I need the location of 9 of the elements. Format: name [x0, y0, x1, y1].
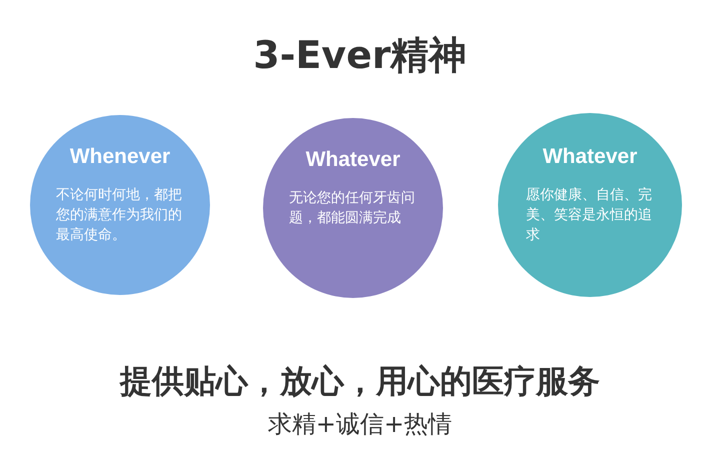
slogan: 提供贴心，放心，用心的医疗服务 — [118, 361, 601, 402]
circle-text: 无论您的任何牙齿问题，都能圆满完成 — [289, 189, 416, 228]
circle-text: 愿你健康、自信、完美、笑容是永恒的追求 — [526, 186, 653, 245]
circle-heading: Whenever — [68, 145, 172, 169]
circle-heading: Whatever — [304, 148, 402, 172]
subtitle: 求精+诚信+热情 — [266, 409, 454, 440]
title: 3-Ever精神 — [252, 32, 468, 79]
circle-heading: Whatever — [542, 145, 638, 169]
circle-text: 不论何时何地，都把您的满意作为我们的最高使命。 — [56, 186, 183, 245]
